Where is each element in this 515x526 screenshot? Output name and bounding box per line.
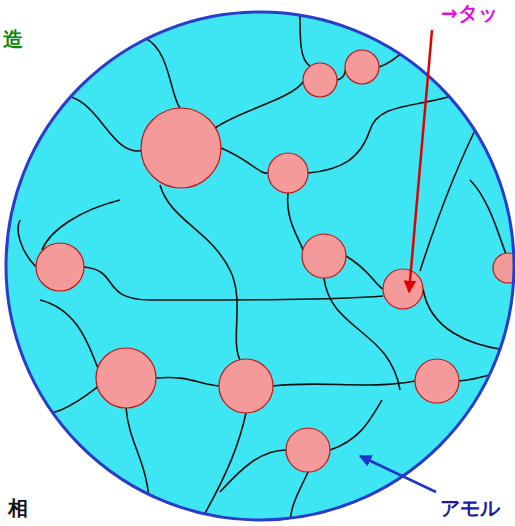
leader-arrow: [360, 456, 436, 492]
callout-label: →タッ: [441, 2, 498, 24]
leader-arrow: [409, 30, 432, 292]
polymer-chains: [0, 12, 515, 525]
outer-boundary: [6, 12, 514, 520]
amorphous-region: [6, 12, 514, 520]
phase-label: 相: [8, 497, 28, 519]
region-label: アモル: [440, 497, 500, 519]
title-fragment: 造: [3, 28, 23, 50]
crystallites: [36, 50, 515, 472]
